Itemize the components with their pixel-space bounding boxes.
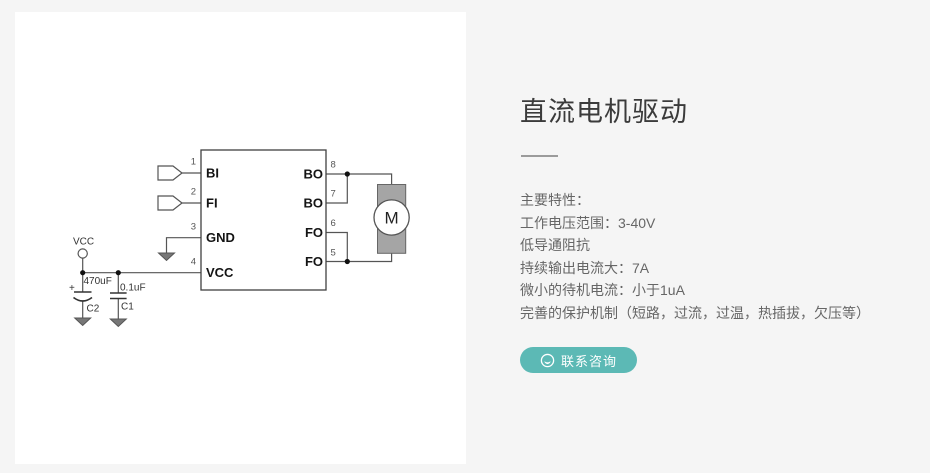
pin-label: FO — [305, 254, 323, 269]
input-flag-fi — [157, 195, 183, 211]
circuit-schematic: VCC + 470uF C2 0.1uF C1 1 2 3 4 BI — [69, 149, 410, 328]
feature-list: 主要特性： 工作电压范围：3-40V 低导通阻抗 持续输出电流大：7A 微小的待… — [520, 189, 920, 325]
pin-label: FO — [305, 225, 323, 240]
vcc-terminal-circle — [77, 248, 88, 259]
pin-label: VCC — [206, 265, 234, 280]
capacitor-c2: + 470uF C2 — [69, 276, 112, 315]
contact-button-label: 联系咨询 — [560, 353, 617, 369]
pin-label: FI — [206, 196, 218, 211]
feature-line: 微小的待机电流：小于1uA — [520, 282, 685, 299]
feature-line: 低导通阻抗 — [520, 237, 590, 254]
c1-value: 0.1uF — [120, 283, 146, 294]
pin-number: 1 — [191, 157, 196, 168]
c2-polarity: + — [69, 283, 75, 294]
right-pin-labels: BO BO FO FO — [304, 167, 324, 270]
wires — [82, 172, 393, 319]
ic-body — [200, 149, 327, 291]
pin-label: BO — [304, 167, 324, 182]
title-divider — [521, 155, 558, 157]
contact-icon — [540, 353, 555, 368]
motor-symbol: M — [373, 184, 410, 254]
schematic-panel: VCC + 470uF C2 0.1uF C1 1 2 3 4 BI — [15, 12, 466, 464]
vcc-terminal: VCC — [73, 237, 94, 259]
pin-number: 3 — [191, 222, 196, 233]
motor-label: M — [385, 209, 399, 228]
capacitor-c1: 0.1uF C1 — [110, 283, 146, 313]
pin-number: 7 — [331, 189, 336, 200]
feature-line: 完善的保护机制（短路，过流，过温，热插拔，欠压等） — [520, 304, 870, 321]
feature-line: 主要特性： — [520, 192, 590, 208]
junction-dots — [80, 171, 350, 276]
pin-number: 4 — [191, 257, 196, 268]
left-pin-labels: BI FI GND VCC — [206, 166, 235, 281]
feature-line: 持续输出电流大：7A — [520, 259, 650, 276]
c2-name: C2 — [87, 304, 100, 315]
pin-number: 2 — [191, 187, 196, 198]
c2-value: 470uF — [84, 276, 112, 287]
c1-name: C1 — [121, 302, 134, 313]
input-flag-bi — [157, 165, 183, 181]
contact-button[interactable]: 联系咨询 — [520, 347, 637, 373]
vcc-terminal-label: VCC — [73, 237, 94, 248]
page-title: 直流电机驱动 — [520, 97, 688, 127]
pin-label: BO — [304, 196, 324, 211]
pin-number: 6 — [331, 218, 336, 229]
pin-label: GND — [206, 230, 235, 245]
product-info-section: 直流电机驱动 主要特性： 工作电压范围：3-40V 低导通阻抗 持续输出电流大：… — [520, 0, 920, 473]
ground-symbols — [73, 252, 176, 328]
pin-number: 8 — [331, 160, 336, 171]
pin-number: 5 — [331, 248, 336, 259]
feature-line: 工作电压范围：3-40V — [520, 214, 656, 231]
right-pin-numbers: 8 7 6 5 — [331, 160, 336, 259]
left-pin-numbers: 1 2 3 4 — [191, 157, 196, 268]
pin-label: BI — [206, 166, 219, 181]
